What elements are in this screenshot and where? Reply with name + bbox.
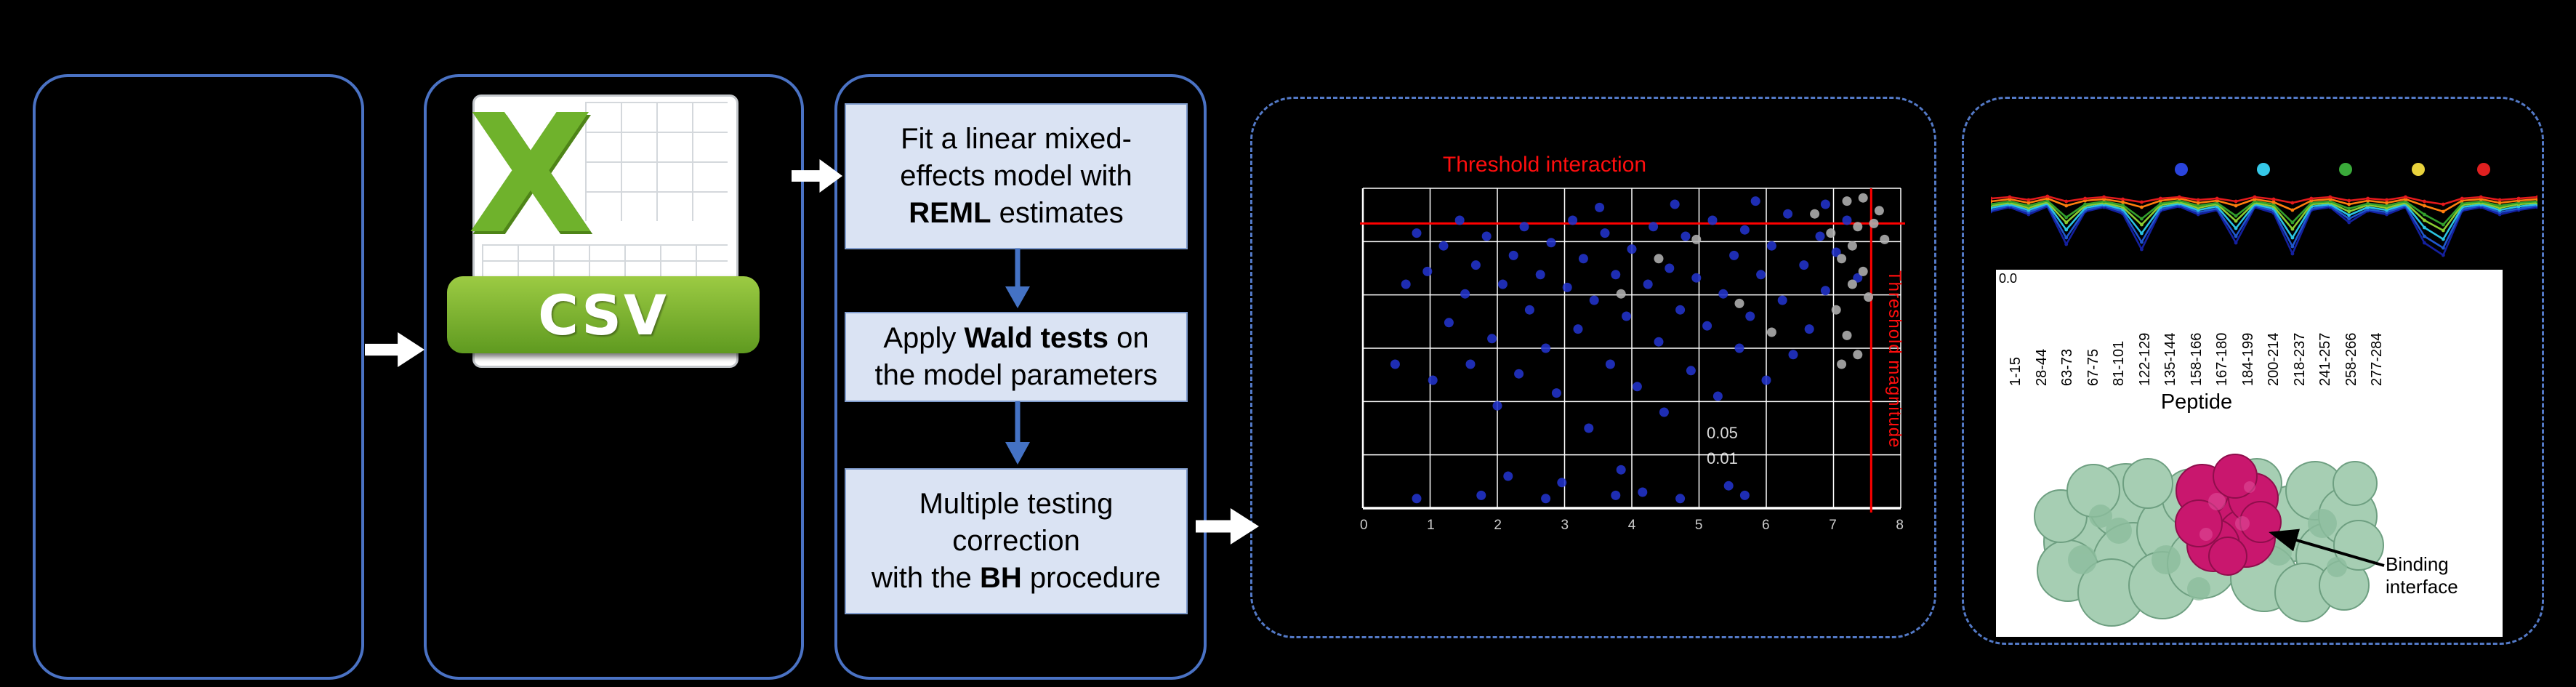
- time-legend-dot: [2412, 163, 2425, 176]
- x-tick-label: 0: [1360, 518, 1368, 533]
- step-line: Fit a linear mixed-: [846, 121, 1186, 158]
- peptide-label: 135-144: [2162, 332, 2178, 386]
- uptake-y-tick: 0.0: [1999, 271, 2018, 286]
- x-tick-label: 2: [1494, 518, 1502, 533]
- panel-results: [1962, 97, 2544, 645]
- peptide-label: 67-75: [2085, 348, 2101, 386]
- step-line: correction: [846, 523, 1186, 560]
- csv-banner-label: CSV: [538, 282, 669, 347]
- uptake-legend-dots: [2175, 163, 2495, 177]
- excel-x-logo: X: [467, 80, 594, 270]
- peptide-label: 218-237: [2291, 332, 2308, 386]
- peptide-label: 1-15: [2008, 356, 2024, 386]
- text-segment-bold: Wald tests: [964, 321, 1109, 354]
- step-line: Apply Wald tests on: [846, 320, 1186, 357]
- peptide-label: 167-180: [2214, 332, 2230, 386]
- text-segment: with the: [872, 562, 980, 595]
- x-tick-label: 7: [1829, 518, 1837, 533]
- peptide-label: 258-266: [2343, 332, 2359, 386]
- peptide-label: 158-166: [2188, 332, 2205, 386]
- text-segment-bold: BH: [979, 562, 1022, 595]
- x-tick-label: 8: [1896, 518, 1904, 533]
- step-line: effects model with: [846, 158, 1186, 195]
- step-box-wald: Apply Wald tests on the model parameters: [845, 312, 1188, 402]
- time-legend-dot: [2175, 163, 2188, 176]
- plot-annotation: 0.01: [1707, 449, 1738, 468]
- volcano-x-ticks: 0 1 2 3 4 5 6 7 8: [1360, 518, 1904, 534]
- step-box-bh: Multiple testing correction with the BH …: [845, 468, 1188, 614]
- protein-structure: [2034, 454, 2385, 627]
- text-segment: Fit a linear mixed-: [901, 122, 1132, 155]
- peptide-label: 184-199: [2239, 332, 2256, 386]
- time-legend-dot: [2339, 163, 2352, 176]
- peptide-label: 241-257: [2317, 332, 2333, 386]
- csv-banner: CSV: [447, 276, 760, 353]
- down-arrow-2: [1005, 401, 1030, 465]
- x-tick-label: 4: [1627, 518, 1636, 533]
- x-tick-label: 5: [1694, 518, 1703, 533]
- flow-arrow-1: [365, 332, 424, 367]
- x-tick-label: 6: [1762, 518, 1770, 533]
- text-segment: on: [1108, 321, 1149, 354]
- step-line: the model parameters: [846, 357, 1186, 394]
- time-legend-dot: [2257, 163, 2270, 176]
- panel-input: [33, 74, 364, 680]
- text-segment-bold: REML: [909, 197, 991, 230]
- volcano-plot: [1360, 188, 1905, 513]
- csv-sheet-grid: [585, 102, 728, 221]
- threshold-magnitude-label: Threshold magnitude: [1885, 270, 1904, 449]
- peptide-label: 28-44: [2033, 348, 2050, 386]
- volcano-title: Threshold interaction: [1442, 153, 1647, 177]
- peptide-label: 81-101: [2111, 340, 2127, 386]
- results-white-panel: 0.0 1-15 28-44 63-73 67-75 81-101 122-129 135-…: [1996, 270, 2503, 637]
- binding-interface-arrow: [2269, 529, 2385, 567]
- text-segment: the model parameters: [874, 359, 1158, 391]
- x-tick-label: 1: [1427, 518, 1435, 533]
- text-segment: procedure: [1021, 562, 1161, 595]
- text-segment: Multiple testing: [919, 487, 1114, 520]
- peptide-label: 122-129: [2136, 332, 2153, 386]
- binding-interface-label: Binding interface: [2386, 553, 2458, 598]
- csv-sheet-grid-lower: [482, 244, 728, 276]
- step-line: with the BH procedure: [846, 560, 1186, 597]
- step-line: Multiple testing: [846, 486, 1186, 523]
- text-segment: correction: [952, 524, 1080, 557]
- peptide-label: 200-214: [2266, 332, 2282, 386]
- text-segment: effects model with: [900, 159, 1132, 192]
- peptide-axis-labels: 1-15 28-44 63-73 67-75 81-101 122-129 135-144 1…: [2008, 276, 2386, 386]
- volcano-annotations: 0.05 0.01: [1707, 420, 1738, 471]
- peptide-label: 277-284: [2369, 332, 2385, 386]
- text-segment: Apply: [883, 321, 965, 354]
- csv-file-icon: X CSV: [447, 80, 760, 377]
- uptake-plot: [1991, 194, 2537, 257]
- step-box-reml: Fit a linear mixed- effects model with R…: [845, 103, 1188, 249]
- plot-annotation: 0.05: [1707, 424, 1738, 442]
- time-legend-dot: [2477, 163, 2490, 176]
- peptide-axis-title: Peptide: [2160, 390, 2233, 414]
- peptide-label: 63-73: [2059, 348, 2075, 386]
- x-tick-label: 3: [1561, 518, 1569, 533]
- down-arrow-1: [1005, 249, 1030, 308]
- panel-volcano: [1250, 97, 1936, 638]
- text-segment: estimates: [991, 197, 1124, 230]
- step-line: REML estimates: [846, 195, 1186, 232]
